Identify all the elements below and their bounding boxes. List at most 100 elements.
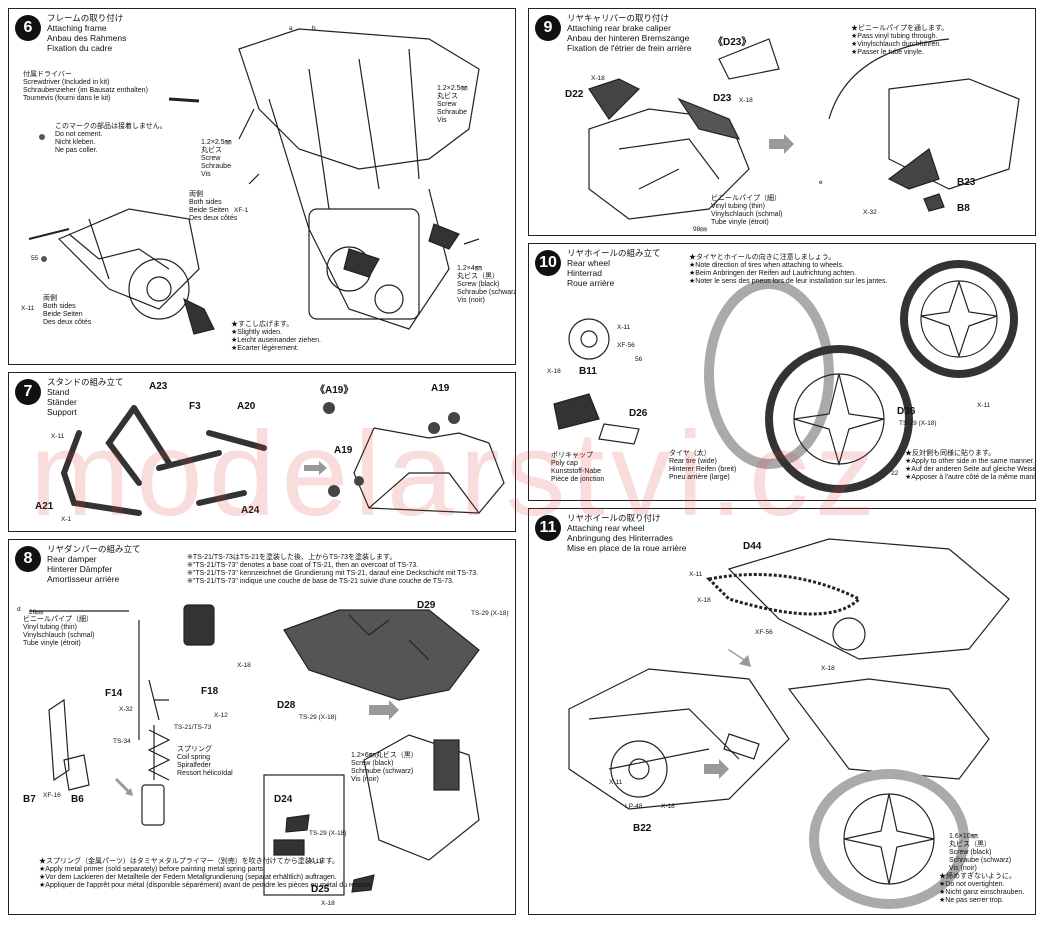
paint-x18-b: X-18 [821,665,835,672]
paint-x11: X-11 [617,324,631,331]
part-d28: D28 [277,700,296,711]
paint-ts29-b: TS-29 (X-18) [299,714,337,721]
step-number: 9 [535,15,561,41]
label-55: 55 [31,255,39,262]
part-d36: D36 [897,406,916,417]
paint-ts29: TS-29 (X-18) [471,610,509,617]
rear-wheel-mount-diagram [568,538,1010,909]
part-a19-ref: 《A19》 [315,385,354,396]
step-number: 6 [15,15,41,41]
paint-x18-c: X-18 [661,803,675,810]
part-d23-ref: 《D23》 [713,37,752,48]
label-a: a [289,25,293,32]
part-d23: D23 [713,93,732,104]
part-a19: A19 [431,383,450,394]
step-number: 11 [535,515,561,541]
part-f3: F3 [189,401,201,412]
damper-diagram [29,604,480,896]
paint-x1: X-1 [61,516,72,523]
label-56: 56 [635,356,643,363]
tube-d-label: d [17,606,21,613]
paint-x18-b: X-18 [739,97,753,104]
paint-ts29-c: TS-29 (X-18) [309,830,347,837]
paint-ts2173: TS-21/TS-73 [174,724,212,731]
step-number: 10 [535,250,561,276]
part-a23: A23 [149,381,168,392]
direction-note: ★タイヤとホイールの向きに注意しましょう。★Note direction of … [689,254,888,285]
part-b8: B8 [957,203,970,214]
paint-xf1: XF-1 [234,207,249,214]
paint-x18: X-18 [591,75,605,82]
part-a24: A24 [241,505,260,516]
part-d22: D22 [565,89,584,100]
step-number: 8 [15,546,41,572]
paint-x18: X-18 [697,597,711,604]
overtighten-note: ★締めすぎないように。★Do not overtighten.★Nicht ga… [939,873,1025,904]
screw-note: 1.2×6㎜丸ビス（黒）Screw (black)Schraube (schwa… [351,752,418,783]
part-a21: A21 [35,501,54,512]
paint-x11: X-11 [309,858,323,865]
paint-x18-d: X-18 [321,900,335,907]
paint-ts29: TS-29 (X-18) [899,420,937,427]
vinyl-note: ビニールパイプ（細）Vinyl tubing (thin)Vinylschlau… [711,195,783,226]
part-d24: D24 [274,794,293,805]
paint-xf56: XF-56 [617,342,635,349]
part-d29: D29 [417,600,436,611]
part-f14: F14 [105,688,123,699]
label-22: 22 [891,470,899,477]
paint-x11: X-11 [21,305,35,312]
paint-x18: X-18 [237,662,251,669]
paint-x11-b: X-11 [609,779,623,786]
tube-e-length: 98㎜ [693,226,707,233]
widen-note: ★すこし広げます。★Slightly widen.★Leicht auseina… [231,321,321,352]
paint-xf16: XF-16 [43,792,61,799]
no-cement-note: このマークの部品は接着しません。Do not cement.Nicht kleb… [55,123,167,154]
tube-d-length: 26㎜ [29,609,43,616]
part-b22: B22 [633,823,652,834]
paint-xf56: XF-56 [755,629,773,636]
paint-x32: X-32 [119,706,133,713]
primer-note: ★スプリング（金属パーツ）はタミヤメタルプライマー（別売）を吹き付けてから塗装し… [39,858,373,889]
part-b11: B11 [579,366,597,377]
part-b6: B6 [71,794,84,805]
rear-wheel-diagram [553,260,1018,493]
paint-x11: X-11 [689,571,703,578]
tube-e: e [819,179,823,186]
paint-ts34: TS-34 [113,738,131,745]
label-b: b [312,25,316,32]
tire-note: タイヤ（太）Rear tire (wide)Hinterer Reifen (b… [669,450,737,481]
paint-lp48: LP-48 [625,803,643,810]
step-number: 7 [15,379,41,405]
caliper-diagram [588,38,1020,220]
part-f18: F18 [201,686,219,697]
paint-x32: X-32 [863,209,877,216]
paint-x18: X-18 [547,368,561,375]
other-side-note: ★反対側も同様に貼ります。★Apply to other side in the… [905,450,1036,481]
paint-x12: X-12 [214,712,228,719]
vinyl-note: ビニールパイプ（細）Vinyl tubing (thin)Vinylschlau… [23,616,95,647]
part-d25: D25 [311,884,330,895]
ts-paint-note: ※TS-21/TS-73はTS-21を塗装した後、上からTS-73を塗装します。… [187,554,479,585]
paint-x11-b: X-11 [977,402,991,409]
